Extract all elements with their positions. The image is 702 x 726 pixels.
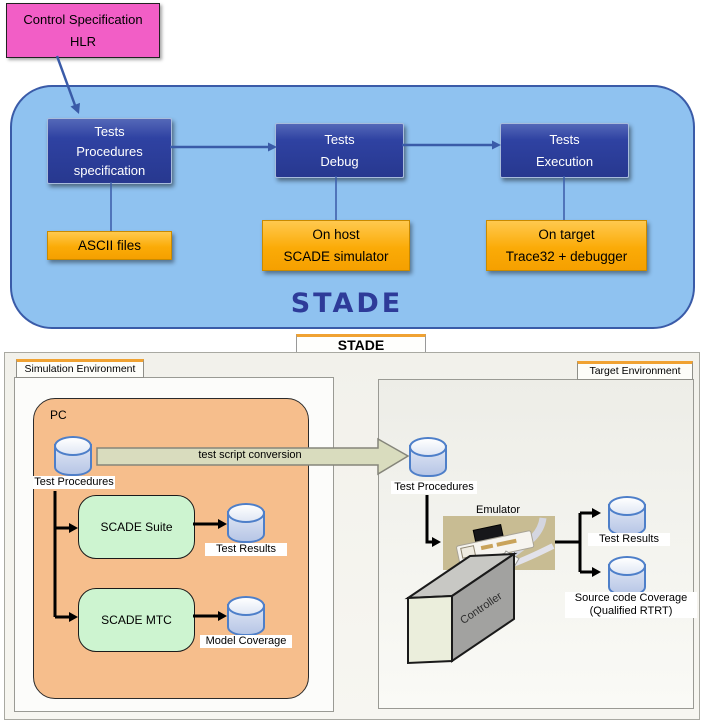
- specification-label: specification: [73, 163, 146, 179]
- tab-simulation-environment: Simulation Environment: [16, 359, 144, 378]
- target-test-results-database-icon: [608, 496, 646, 538]
- on-host-label: On host: [312, 227, 360, 243]
- tests-label: Tests: [549, 131, 580, 147]
- controller-box: Controller: [404, 552, 518, 665]
- source-coverage-line1: Source code Coverage: [574, 592, 688, 604]
- trace32-debugger-label: Trace32 + debugger: [505, 248, 628, 264]
- emulator-label: Emulator: [475, 504, 521, 516]
- tests-debug-box: Tests Debug: [275, 123, 404, 178]
- ascii-files-box: ASCII files: [47, 231, 172, 260]
- on-host-box: On host SCADE simulator: [262, 220, 410, 271]
- on-target-box: On target Trace32 + debugger: [486, 220, 647, 271]
- scade-simulator-label: SCADE simulator: [283, 248, 389, 264]
- scade-mtc-label: SCADE MTC: [101, 613, 172, 627]
- debug-label: Debug: [320, 154, 359, 170]
- source-coverage-line2: (Qualified RTRT): [589, 605, 673, 617]
- sim-test-procedures-database-icon: [54, 436, 92, 478]
- execution-label: Execution: [535, 154, 594, 170]
- tab-target-environment: Target Environment: [577, 361, 693, 380]
- target-test-procedures-label: Test Procedures: [391, 481, 477, 494]
- sim-model-coverage-database-icon: [227, 596, 265, 638]
- sim-model-coverage-label: Model Coverage: [200, 635, 292, 648]
- target-test-results-label: Test Results: [588, 533, 670, 546]
- source-coverage-database-icon: [608, 556, 646, 598]
- ascii-files-label: ASCII files: [77, 238, 142, 253]
- scade-suite-label: SCADE Suite: [100, 520, 173, 534]
- conversion-arrow-label: test script conversion: [198, 449, 302, 461]
- scade-suite-box: SCADE Suite: [78, 495, 195, 559]
- source-coverage-label: Source code Coverage (Qualified RTRT): [565, 592, 697, 618]
- tests-label: Tests: [94, 123, 125, 139]
- control-spec-line2: HLR: [69, 34, 96, 50]
- pc-label: PC: [50, 408, 67, 422]
- control-spec-line1: Control Specification: [23, 11, 143, 27]
- on-target-label: On target: [538, 227, 595, 243]
- test-script-conversion-arrow: [96, 437, 410, 476]
- tests-label: Tests: [324, 131, 355, 147]
- tests-execution-box: Tests Execution: [500, 123, 629, 178]
- sim-test-results-database-icon: [227, 503, 265, 545]
- sim-test-procedures-label: Test Procedures: [33, 476, 115, 489]
- stade-tab: STADE: [296, 334, 426, 354]
- scade-mtc-box: SCADE MTC: [78, 588, 195, 652]
- control-specification-box: Control Specification HLR: [6, 3, 160, 58]
- target-test-procedures-database-icon: [409, 437, 447, 479]
- stade-script-label: STADE: [290, 288, 404, 319]
- tests-procedures-specification-box: Tests Procedures specification: [47, 118, 172, 184]
- sim-test-results-label: Test Results: [205, 543, 287, 556]
- procedures-label: Procedures: [76, 143, 143, 159]
